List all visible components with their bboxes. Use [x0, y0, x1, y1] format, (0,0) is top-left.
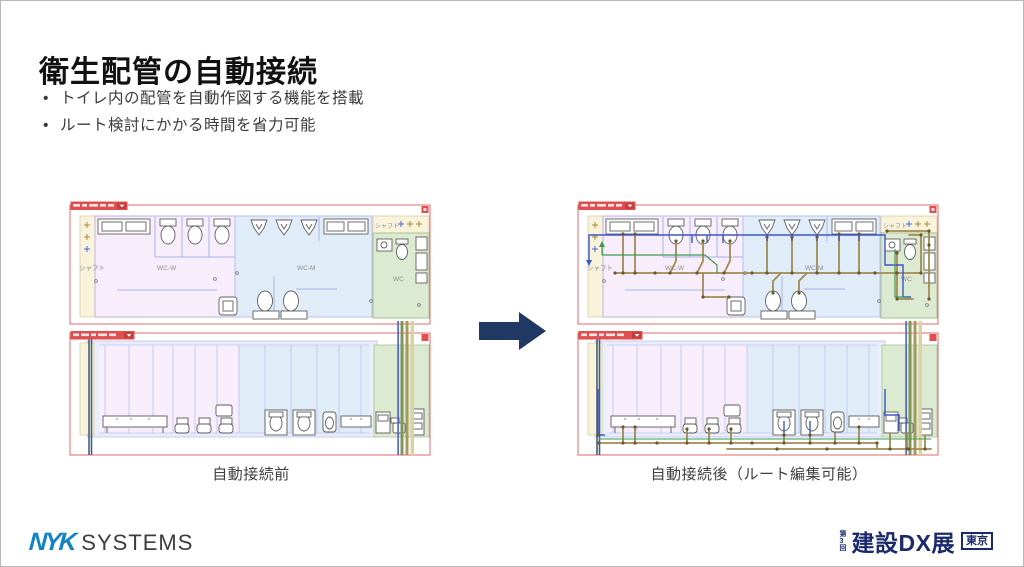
feature-list: トイレ内の配管を自動作図する機能を搭載 ルート検討にかかる時間を省力可能 — [43, 85, 364, 139]
nyk-logo-text: SYSTEMS — [81, 530, 194, 555]
kensetsu-dx-expo-logo: 第3回 建設DX展 東京 — [840, 524, 993, 558]
nyk-logo-mark: NYK — [28, 528, 76, 556]
right-arrow-icon — [479, 312, 546, 350]
figure-caption-before: 自動接続前 — [212, 466, 290, 483]
dx-city-badge: 東京 — [961, 532, 993, 550]
feature-item: ルート検討にかかる時間を省力可能 — [43, 112, 364, 139]
cad-drawing-after — [577, 201, 939, 456]
cad-drawing-before — [69, 201, 431, 456]
figure-caption-after: 自動接続後（ルート編集可能） — [650, 466, 868, 483]
figure-after-connection — [577, 201, 941, 459]
dx-expo-title: 建設DX展 — [851, 530, 955, 556]
nyk-systems-logo: NYK SYSTEMS — [28, 528, 194, 557]
page-title: 衛生配管の自動接続 — [39, 56, 318, 90]
dx-edition-label: 第3回 — [839, 530, 847, 552]
figure-before-connection — [69, 201, 433, 459]
feature-item: トイレ内の配管を自動作図する機能を搭載 — [43, 85, 364, 112]
